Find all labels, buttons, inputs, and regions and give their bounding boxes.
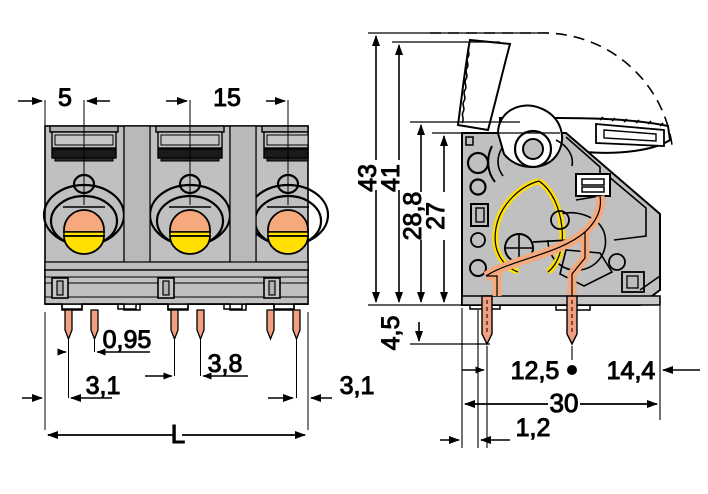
rotor-arc-right — [555, 139, 574, 167]
pin-2 — [90, 309, 99, 341]
pole-2-button[interactable] — [169, 209, 211, 255]
dim-288-label: 28,8 — [399, 192, 427, 241]
pin-3 — [170, 309, 179, 341]
pole-3-button[interactable] — [267, 209, 309, 255]
side-view: 43 41 28,8 27 4,5 12,5 14 — [354, 32, 700, 448]
left-slot-1-inner — [475, 207, 485, 223]
side-dimensions: 43 41 28,8 27 4,5 12,5 14 — [354, 32, 700, 448]
pin-6 — [292, 309, 301, 341]
dim-41-label: 41 — [377, 164, 405, 192]
lever-grip-ribs — [461, 46, 470, 124]
front-dimensions: 5 15 0,95 3,8 3,1 — [18, 84, 375, 450]
side-left-features — [465, 136, 490, 277]
retainer-bar-b — [581, 186, 605, 193]
pole-1-window-slot — [56, 280, 64, 296]
front-view: 5 15 0,95 3,8 3,1 — [18, 84, 375, 450]
dim-45-label: 4,5 — [377, 316, 405, 351]
dim-125-label: 12,5 — [511, 357, 560, 385]
side-pin-left — [481, 295, 493, 346]
pin-5 — [266, 309, 275, 341]
pole-3-button-top — [267, 209, 309, 233]
dim-12-label: 1,2 — [516, 414, 551, 442]
left-notch — [465, 136, 474, 146]
pole-3-cap — [261, 125, 309, 133]
conductor-right-outline — [571, 232, 586, 296]
left-hole-1 — [466, 151, 490, 175]
conductor-left-outline — [486, 275, 498, 296]
left-hole-2 — [469, 178, 487, 196]
side-retainer-slot — [575, 173, 611, 197]
clamp-roller — [550, 210, 570, 230]
pin-4 — [196, 309, 205, 341]
pole-2-window-slot — [162, 280, 170, 296]
solder-pins — [64, 309, 301, 341]
lever-head-serrations — [599, 116, 664, 127]
pin-centre-dot — [567, 365, 577, 375]
pole-1-button-bottom — [63, 235, 105, 255]
dim-L-label: L — [171, 419, 185, 449]
left-hole-4 — [469, 259, 487, 277]
rotor-arc-inner — [497, 147, 504, 177]
dim-38-label: 3,8 — [208, 350, 243, 378]
lever-swing-arc — [430, 32, 673, 146]
pole-3-wire-slot — [263, 148, 309, 159]
side-base-plate — [461, 295, 661, 306]
lever-head-slot — [603, 129, 657, 142]
pole-2-button-bottom — [169, 235, 211, 255]
dim-144-label: 14,4 — [607, 357, 656, 385]
pole-3-window-slot — [268, 280, 276, 296]
retainer-bar-a — [581, 178, 605, 186]
dim-31b-label: 3,1 — [340, 372, 375, 400]
left-hole-3 — [470, 232, 486, 248]
side-pin-right — [566, 295, 578, 346]
dim-31a-label: 3,1 — [86, 372, 121, 400]
pole-1-button[interactable] — [63, 209, 105, 255]
pole-1-button-top — [63, 209, 105, 233]
housing-ledge-front — [44, 261, 309, 271]
pole-2-button-top — [169, 209, 211, 233]
dim-27-label: 27 — [422, 202, 450, 230]
dim-5-label: 5 — [58, 84, 72, 112]
dim-30-label: 30 — [550, 388, 579, 418]
rotor-bore — [522, 138, 544, 160]
pole-rib-2-front — [229, 125, 257, 271]
dim-43-label: 43 — [354, 164, 382, 192]
dim-15-label: 15 — [213, 84, 241, 112]
conductor-main-outline — [485, 195, 602, 277]
pin-1 — [64, 309, 73, 341]
pole-rib-1-front — [123, 125, 151, 271]
dim-095-label: 0,95 — [103, 326, 152, 354]
side-solder-pins — [481, 295, 578, 346]
lever-shaft — [456, 38, 512, 132]
pole-3-button-bottom — [267, 235, 309, 255]
